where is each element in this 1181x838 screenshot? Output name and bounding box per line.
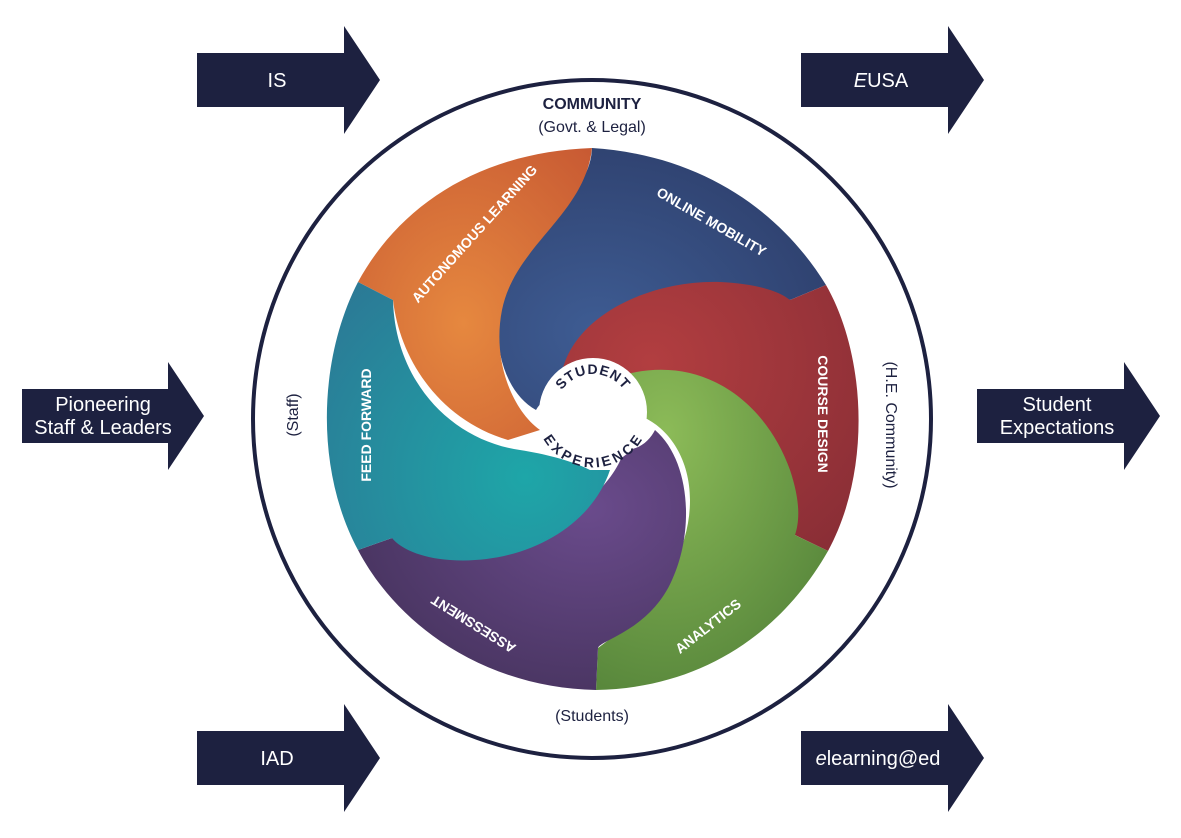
arrow-pioneering-line2: Staff & Leaders: [34, 417, 172, 439]
arrow-shape: [22, 362, 204, 470]
arrow-eusa: EUSA: [801, 26, 984, 134]
arrow-iad: IAD: [197, 704, 380, 812]
arrow-shape: [197, 704, 380, 812]
arrow-is: IS: [197, 26, 380, 134]
arrow-elearning: elearning@ed: [801, 704, 984, 812]
arrow-student-expectations-line1: Student: [1023, 394, 1092, 416]
hub-circle: [539, 358, 647, 466]
ring-label-students: (Students): [555, 708, 629, 725]
segment-label-feed-forward: FEED FORWARD: [358, 368, 374, 481]
segment-feed-forward: [326, 282, 610, 561]
segment-label-course-design: COURSE DESIGN: [815, 355, 831, 472]
arrow-is-label: IS: [268, 70, 287, 92]
ring-label-he-community: (H.E. Community): [882, 361, 899, 488]
segment-autonomous-learning: [358, 148, 592, 440]
arrow-shape: [977, 362, 1160, 470]
ring-label-community: COMMUNITY: [543, 96, 642, 113]
arrow-shape: [801, 26, 984, 134]
arrow-student-expectations-line2: Expectations: [1000, 417, 1115, 439]
segment-analytics: [596, 369, 828, 690]
segment-assessment: [358, 430, 687, 690]
arrow-pioneering-line1: Pioneering: [55, 394, 151, 416]
ring-label-govt-legal: (Govt. & Legal): [538, 119, 646, 136]
ring-label-staff: (Staff): [285, 393, 302, 436]
arrow-pioneering: Pioneering Staff & Leaders: [22, 362, 204, 470]
arrow-student-expectations: Student Expectations: [977, 362, 1160, 470]
arrow-shape: [801, 704, 984, 812]
arrow-eusa-label: EUSA: [854, 70, 909, 92]
arrow-shape: [197, 26, 380, 134]
arrow-iad-label: IAD: [260, 748, 293, 770]
arrow-elearning-label: elearning@ed: [816, 748, 941, 770]
